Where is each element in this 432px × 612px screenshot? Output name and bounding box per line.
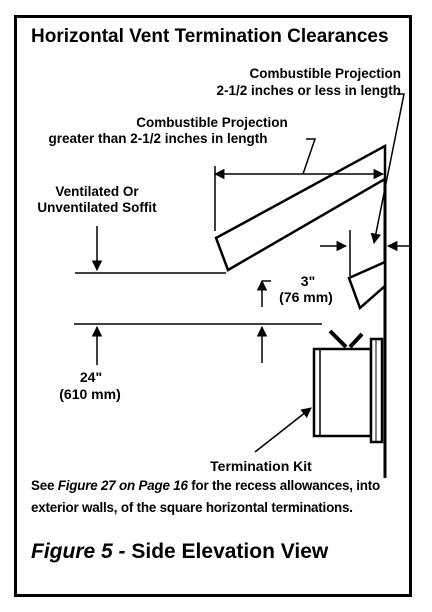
label-termination-kit: Termination Kit — [210, 458, 312, 474]
label-proj-small-1: Combustible Projection — [249, 66, 401, 81]
label-dim-24in: 24" — [80, 369, 102, 385]
diagram-title: Horizontal Vent Termination Clearances — [31, 26, 389, 47]
note-rest: for the recess allowances, into exterior… — [31, 478, 381, 515]
label-proj-small-2: 2-1/2 inches or less in length — [216, 83, 401, 98]
label-dim-24in-mm: (610 mm) — [59, 386, 120, 402]
caption-view-name: Side Elevation View — [131, 540, 329, 563]
leader-termination-kit — [254, 407, 312, 453]
label-soffit-1: Ventilated Or — [55, 184, 139, 199]
label-soffit-2: Unventilated Soffit — [37, 200, 157, 215]
small-projection — [347, 260, 387, 311]
label-proj-large-1: Combustible Projection — [136, 115, 288, 130]
label-proj-large-2: greater than 2-1/2 inches in length — [48, 131, 267, 146]
recess-note: See Figure 27 on Page 16 for the recess … — [31, 475, 403, 519]
figure-frame — [14, 15, 412, 597]
leader-large-projection — [302, 138, 317, 175]
note-lead: See — [31, 478, 55, 493]
label-dim-3in-mm: (76 mm) — [279, 289, 333, 305]
note-reference: Figure 27 on Page 16 — [57, 478, 188, 493]
leader-small-projection — [370, 93, 405, 245]
label-dim-3in: 3" — [301, 273, 315, 289]
large-projection — [214, 143, 387, 272]
caption-figure-number: Figure 5 - — [31, 540, 126, 563]
termination-kit-shape — [312, 329, 384, 444]
figure-caption: Figure 5 - Side Elevation View — [31, 540, 328, 564]
